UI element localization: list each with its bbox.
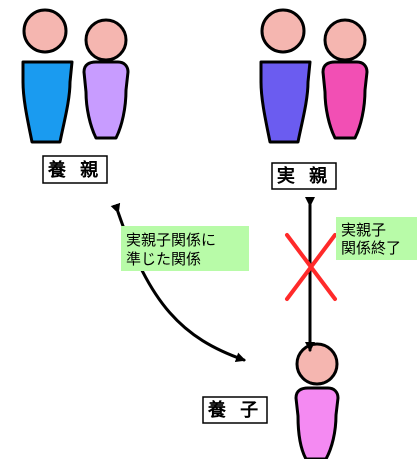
adopted-child-figure xyxy=(294,342,340,459)
adoptive-mother-figure xyxy=(82,18,130,140)
biological-mother-body xyxy=(321,60,369,140)
adoptive-mother-head xyxy=(84,18,128,62)
adopted-child-label-box: 養 子 xyxy=(202,396,268,424)
adoptive-parents-label-box: 養 親 xyxy=(42,155,108,184)
adopted-child-label: 養 子 xyxy=(207,399,262,421)
biological-father-head xyxy=(260,8,306,54)
biological-mother-figure xyxy=(321,18,369,140)
adoptive-father-head xyxy=(22,8,68,54)
adoptive-note-line-1: 実親子関係に xyxy=(126,231,216,249)
biological-father-figure xyxy=(259,8,312,144)
biological-parents-label-box: 実 親 xyxy=(271,162,337,190)
relationship-terminated-note: 実親子 関係終了 xyxy=(336,217,417,260)
terminated-note-line-2: 関係終了 xyxy=(341,239,401,257)
adoptive-mother-body xyxy=(82,60,130,140)
biological-mother-head xyxy=(323,18,367,62)
adoptive-note-line-2: 準じた関係 xyxy=(126,250,201,268)
adoptive-father-figure xyxy=(21,8,74,144)
adopted-child-body xyxy=(294,386,340,459)
adoptive-relationship-note: 実親子関係に 準じた関係 xyxy=(121,226,249,271)
biological-parents-label: 実 親 xyxy=(277,165,331,187)
adoptive-parents-label: 養 親 xyxy=(47,159,102,181)
cross-icon xyxy=(285,233,337,301)
adoptive-father-body xyxy=(21,60,74,144)
biological-father-body xyxy=(259,60,312,144)
terminated-note-line-1: 実親子 xyxy=(341,221,386,239)
adopted-child-head xyxy=(295,342,339,386)
